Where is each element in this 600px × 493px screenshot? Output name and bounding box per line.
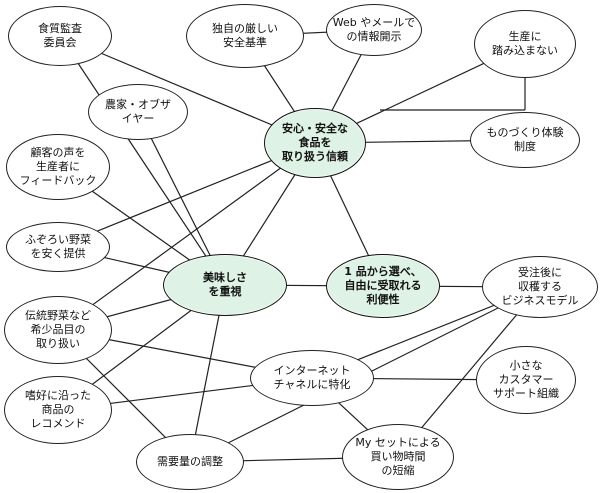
node-no-production: 生産に 踏み込まない [474,10,576,78]
node-order-model: 受注後に 収穫する ビジネスモデル [482,256,598,318]
node-irregular-veg: ふぞろい野菜 を安く提供 [6,222,110,272]
node-small-support: 小さな カスタマー サポート組織 [476,346,576,414]
node-food-audit: 食質監査 委員会 [8,6,112,66]
node-one-item: 1 品から選べ、 自由に受取れる 利便性 [326,254,440,318]
link [59,35,226,286]
node-taste: 美味しさ を重視 [163,254,287,316]
node-monozukuri: ものづくり体験 制度 [470,112,580,168]
node-internet: インターネット チャネルに特化 [250,350,374,406]
node-web-mail: Web やメールで の情報開示 [326,4,422,56]
node-trust: 安心・安全な 食品を 取り扱う信頼 [264,108,366,178]
link [57,142,316,331]
node-preference: 嗜好に沿った 商品の レコメンド [4,376,112,444]
node-customer-feedback: 顧客の声を 生産者に フィードバック [6,134,110,200]
node-strict-standards: 独自の厳しい 安全基準 [186,4,304,68]
node-farmer-advisor: 農家・オブザ イヤー [88,84,188,140]
node-heirloom: 伝統野菜など 希少品目の 取り扱い [4,296,112,364]
node-myset: My セットによる 買い物時間 の短縮 [342,424,454,490]
node-demand: 需要量の調整 [136,434,244,490]
